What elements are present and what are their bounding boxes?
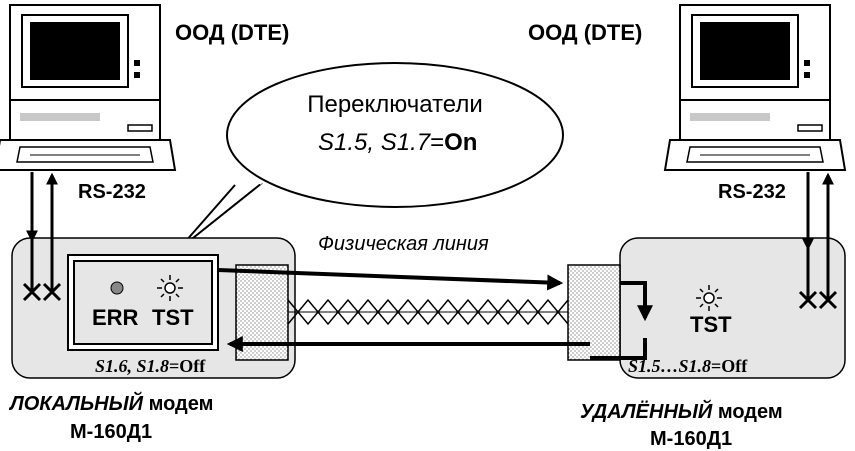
remote-modem-title: УДАЛЁННЫЙ модем xyxy=(580,399,783,423)
remote-switches: S1.5…S1.8=Off xyxy=(628,356,748,376)
callout-bubble xyxy=(177,62,564,251)
local-computer-icon xyxy=(0,4,176,171)
remote-rs232-arrows xyxy=(798,172,838,310)
local-err-label: ERR xyxy=(92,305,139,330)
callout-switches: S1.5, S1.7 xyxy=(318,129,432,156)
remote-dte-label: ООД (DTE) xyxy=(528,20,642,45)
local-dte-label: ООД (DTE) xyxy=(175,20,289,45)
loopback-path xyxy=(217,268,653,360)
remote-modem-model: М-160Д1 xyxy=(650,428,732,450)
callout-line1: Переключатели xyxy=(307,91,483,118)
local-front-panel xyxy=(67,254,219,351)
local-tst-label: TST xyxy=(152,305,194,330)
callout-eq: = xyxy=(430,129,444,156)
remote-computer-icon xyxy=(664,4,846,171)
callout-line2: S1.5, S1.7=On xyxy=(318,129,477,156)
local-modem-title: ЛОКАЛЬНЫЙ модем xyxy=(8,391,213,415)
line-label: Физическая линия xyxy=(318,233,489,255)
local-rs232-label: RS-232 xyxy=(78,181,146,203)
local-switches: S1.6, S1.8=Off xyxy=(95,356,206,376)
callout-state: On xyxy=(444,129,477,156)
remote-rs232-label: RS-232 xyxy=(718,181,786,203)
local-modem-model: М-160Д1 xyxy=(70,421,152,443)
local-rs232-arrows xyxy=(22,172,62,302)
remote-tst-label: TST xyxy=(690,312,732,337)
err-led-icon xyxy=(110,281,124,295)
twisted-pair-cable xyxy=(287,298,569,326)
